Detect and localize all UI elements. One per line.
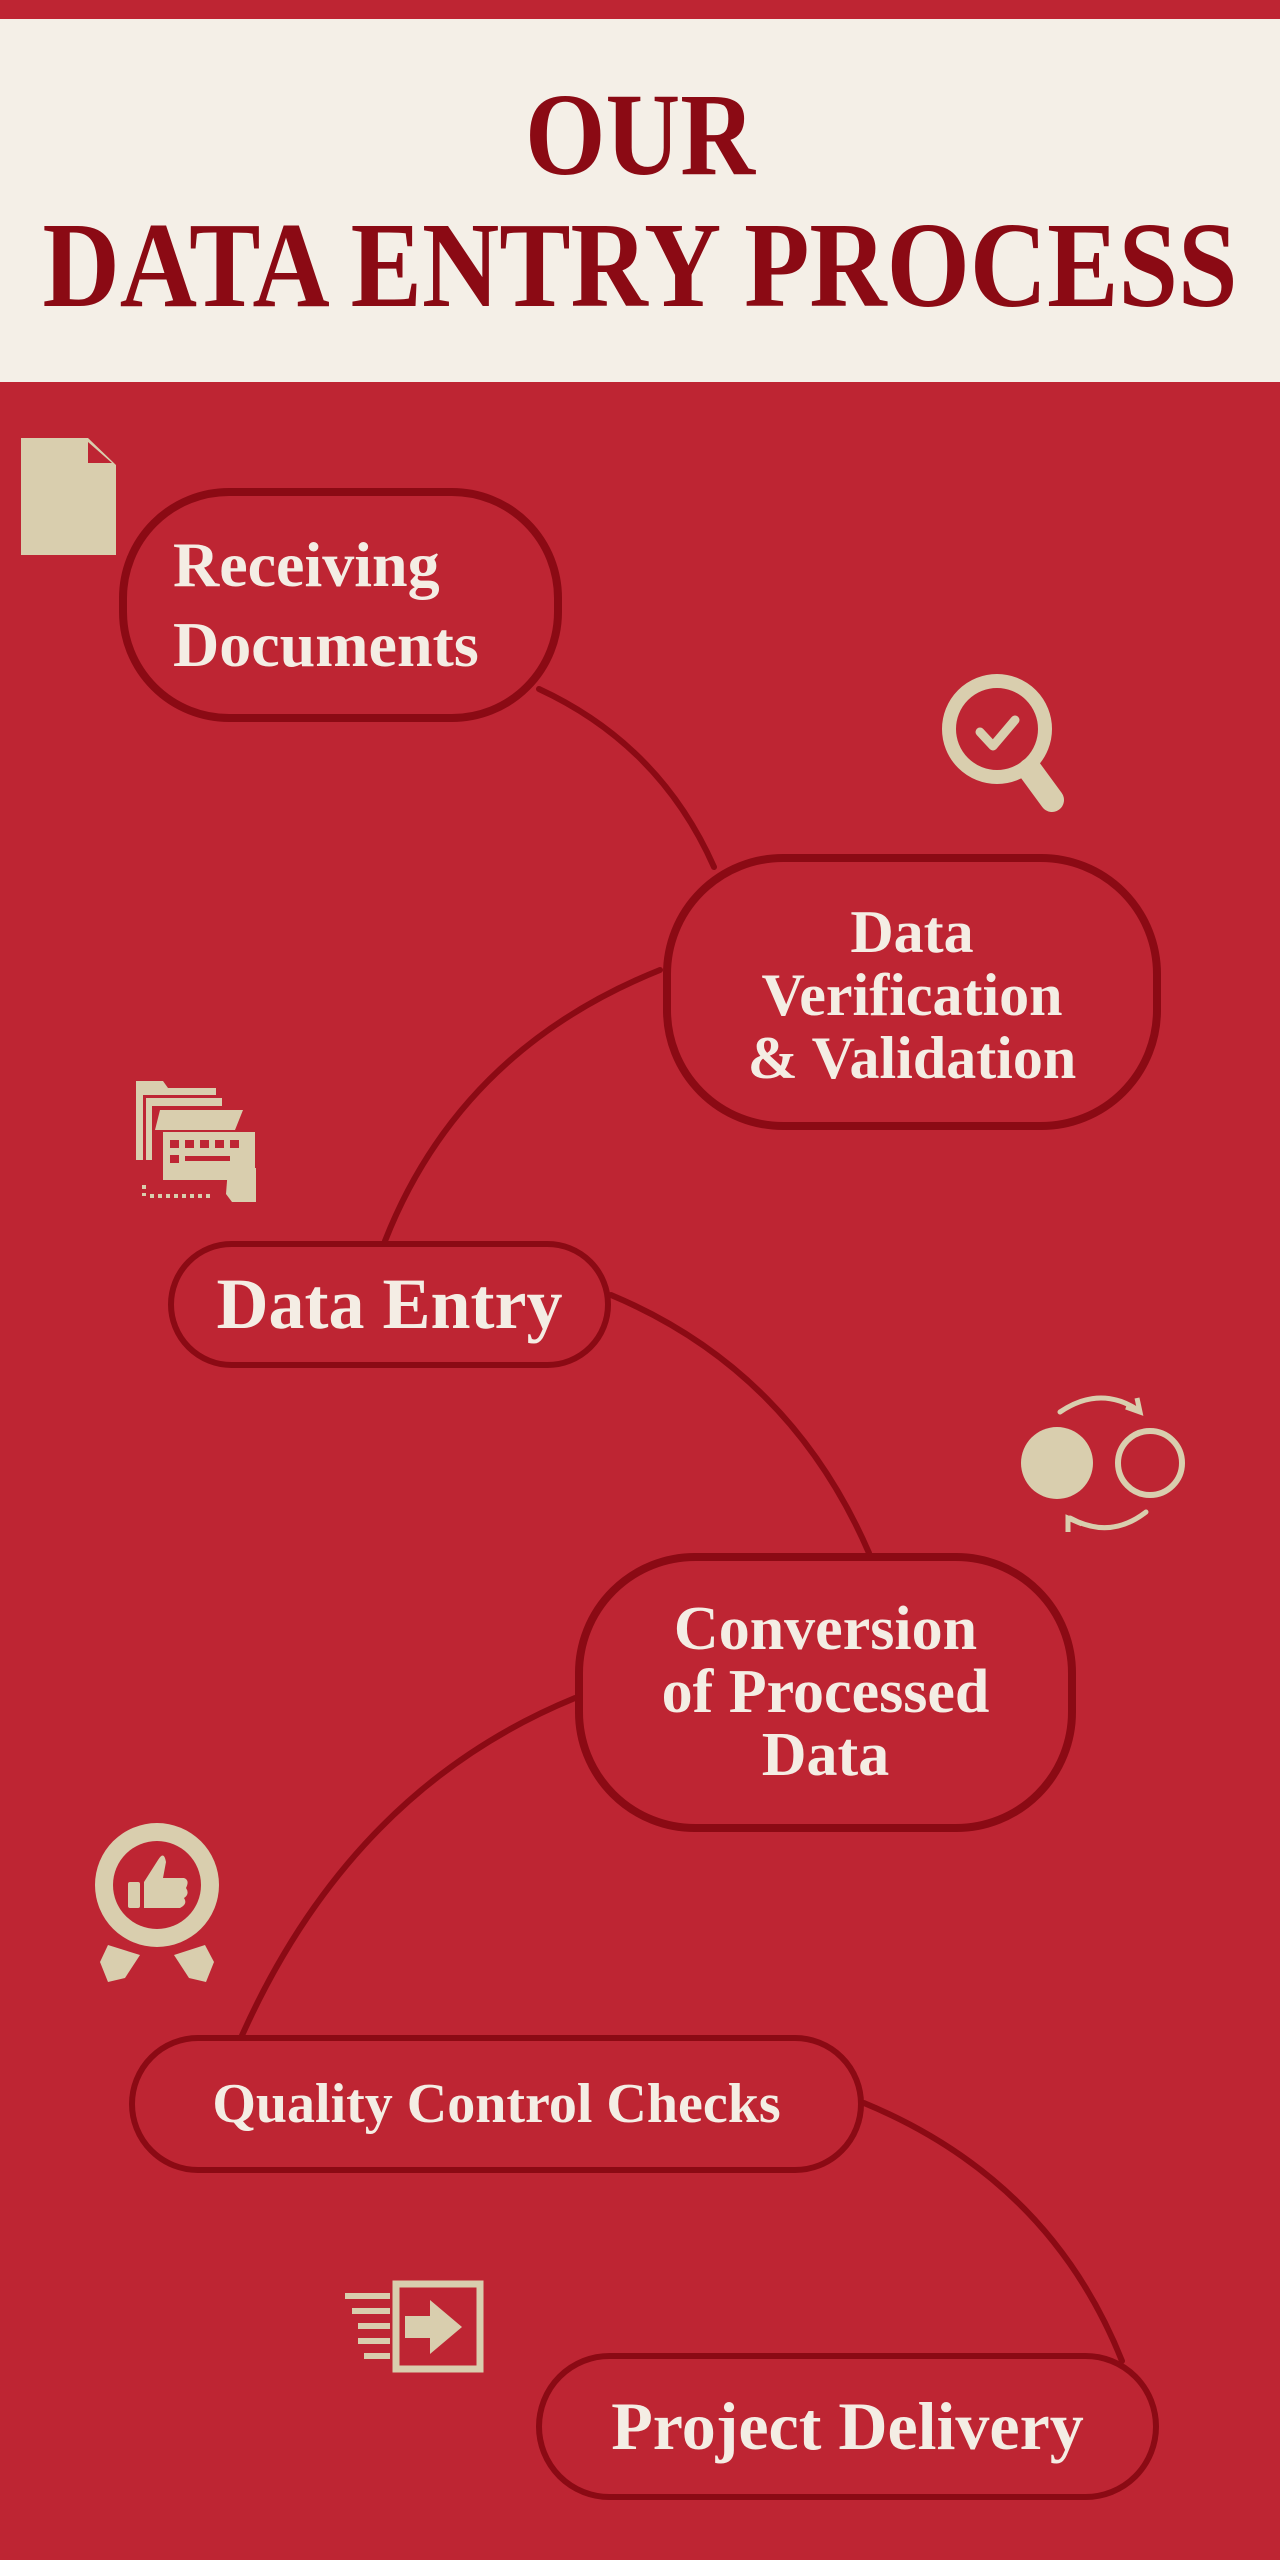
step-project-delivery: Project Delivery [536, 2353, 1159, 2500]
connector-2-3 [382, 967, 663, 1244]
page-title: OUR DATA ENTRY PROCESS [43, 69, 1238, 333]
step-label-line: Quality Control Checks [212, 2072, 781, 2135]
step-label-line: Data [761, 1721, 890, 1789]
document-icon [21, 438, 116, 555]
connector-1-2 [536, 686, 717, 870]
folder-keyboard-icon [136, 1081, 256, 1202]
step-conversion: Conversion of Processed Data [575, 1553, 1076, 1832]
connector-5-6 [861, 2100, 1125, 2364]
connector-4-5 [237, 1695, 578, 2043]
step-data-entry: Data Entry [168, 1241, 611, 1368]
exchange-circles-icon [1021, 1395, 1185, 1532]
step-label-line: Documents [173, 609, 479, 680]
title-line-1: OUR [525, 69, 757, 200]
step-label-line: Verification [761, 961, 1063, 1028]
step-label-line: Conversion [673, 1595, 978, 1663]
magnifier-check-icon [942, 674, 1064, 812]
step-label-line: Receiving [173, 529, 440, 600]
award-thumbs-up-icon [95, 1823, 219, 1982]
step-label-line: Data Entry [216, 1263, 563, 1344]
step-receiving-documents: Receiving Documents [119, 488, 562, 722]
step-label-line: & Validation [747, 1024, 1077, 1091]
step-label-line: Project Delivery [611, 2387, 1084, 2464]
step-data-verification: Data Verification & Validation [663, 854, 1161, 1130]
header-banner: OUR DATA ENTRY PROCESS [0, 19, 1280, 382]
top-accent-bar [0, 0, 1280, 19]
step-quality-control: Quality Control Checks [129, 2035, 864, 2173]
step-label-line: of Processed [661, 1658, 990, 1726]
connector-3-4 [608, 1292, 872, 1556]
step-label-line: Data [850, 898, 974, 965]
title-line-2: DATA ENTRY PROCESS [43, 198, 1238, 333]
delivery-arrow-icon [345, 2280, 484, 2373]
